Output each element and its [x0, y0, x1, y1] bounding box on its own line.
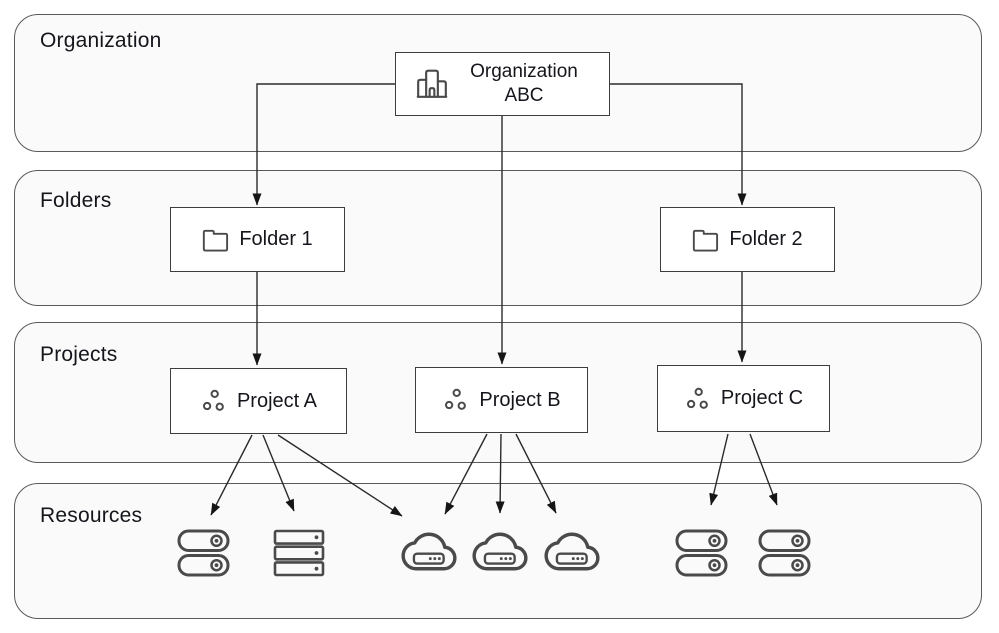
folder-icon — [692, 227, 720, 253]
cloud-service-icon — [544, 531, 600, 572]
cloud-service-icon — [472, 531, 528, 572]
resources-band-label: Resources — [40, 504, 143, 527]
disk-stack-icon — [675, 529, 728, 577]
server-rack-icon — [273, 529, 325, 577]
folder-1-node: Folder 1 — [170, 207, 345, 272]
disk-stack-icon — [758, 529, 811, 577]
node-label: Folder 1 — [239, 228, 313, 250]
project-c-node: Project C — [657, 365, 830, 432]
project-b-node: Project B — [415, 367, 588, 433]
node-label: Project C — [720, 387, 804, 409]
node-label: Folder 2 — [729, 228, 803, 250]
folders-band-label: Folders — [40, 189, 112, 212]
folders-band — [14, 170, 982, 306]
organization-building-icon — [415, 67, 449, 101]
disk-stack-icon — [177, 529, 230, 577]
organization-abc-node: Organization ABC — [395, 52, 610, 116]
project-dots-icon — [684, 385, 712, 413]
projects-band-label: Projects — [40, 343, 118, 366]
cloud-service-icon — [401, 531, 457, 572]
node-label: Organization ABC — [470, 61, 578, 106]
folder-icon — [202, 227, 230, 253]
node-label: Project B — [479, 388, 561, 411]
project-dots-icon — [442, 386, 470, 414]
project-a-node: Project A — [170, 368, 347, 434]
organization-band-label: Organization — [40, 29, 162, 52]
node-label: Project A — [236, 389, 318, 412]
folder-2-node: Folder 2 — [660, 207, 835, 272]
project-dots-icon — [200, 387, 228, 415]
